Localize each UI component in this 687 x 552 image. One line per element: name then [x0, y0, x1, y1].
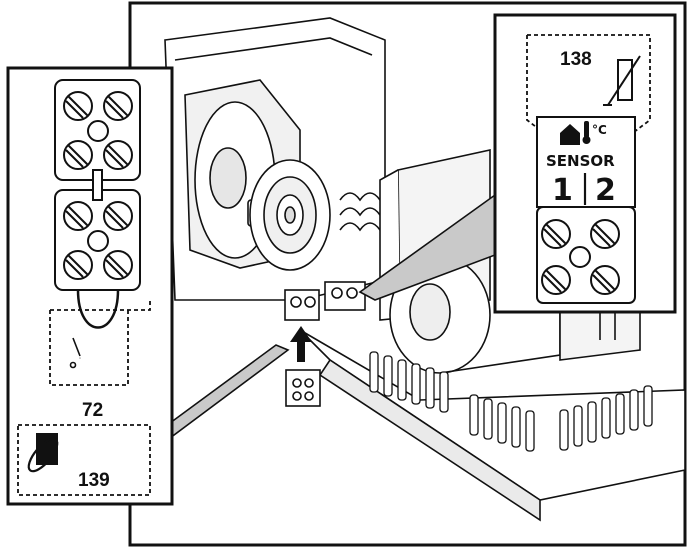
terminal-block-left: [55, 80, 140, 328]
sensor-panel-label: SENSOR: [546, 152, 615, 170]
screw-icon: [104, 202, 132, 230]
screw-icon: [542, 266, 570, 294]
right-callout: 138 °C SENSOR 1 2: [495, 15, 675, 312]
screw-icon: [64, 251, 92, 279]
accessory-label: 139: [78, 470, 110, 491]
sensor-ref-label: 138: [560, 49, 592, 70]
terminal-2-label: 2: [595, 173, 616, 208]
unit-label: °C: [592, 123, 607, 137]
terminal-1-label: 1: [552, 173, 573, 208]
screw-icon: [542, 220, 570, 248]
screw-icon: [64, 92, 92, 120]
screw-icon: [591, 220, 619, 248]
screw-icon: [64, 141, 92, 169]
switch-label: 72: [82, 400, 103, 421]
screw-icon: [104, 141, 132, 169]
screw-icon: [591, 266, 619, 294]
terminal-block-right: [537, 207, 635, 303]
screw-icon: [64, 202, 92, 230]
screw-icon: [104, 92, 132, 120]
screw-icon: [104, 251, 132, 279]
left-callout: 72 139: [8, 68, 172, 504]
